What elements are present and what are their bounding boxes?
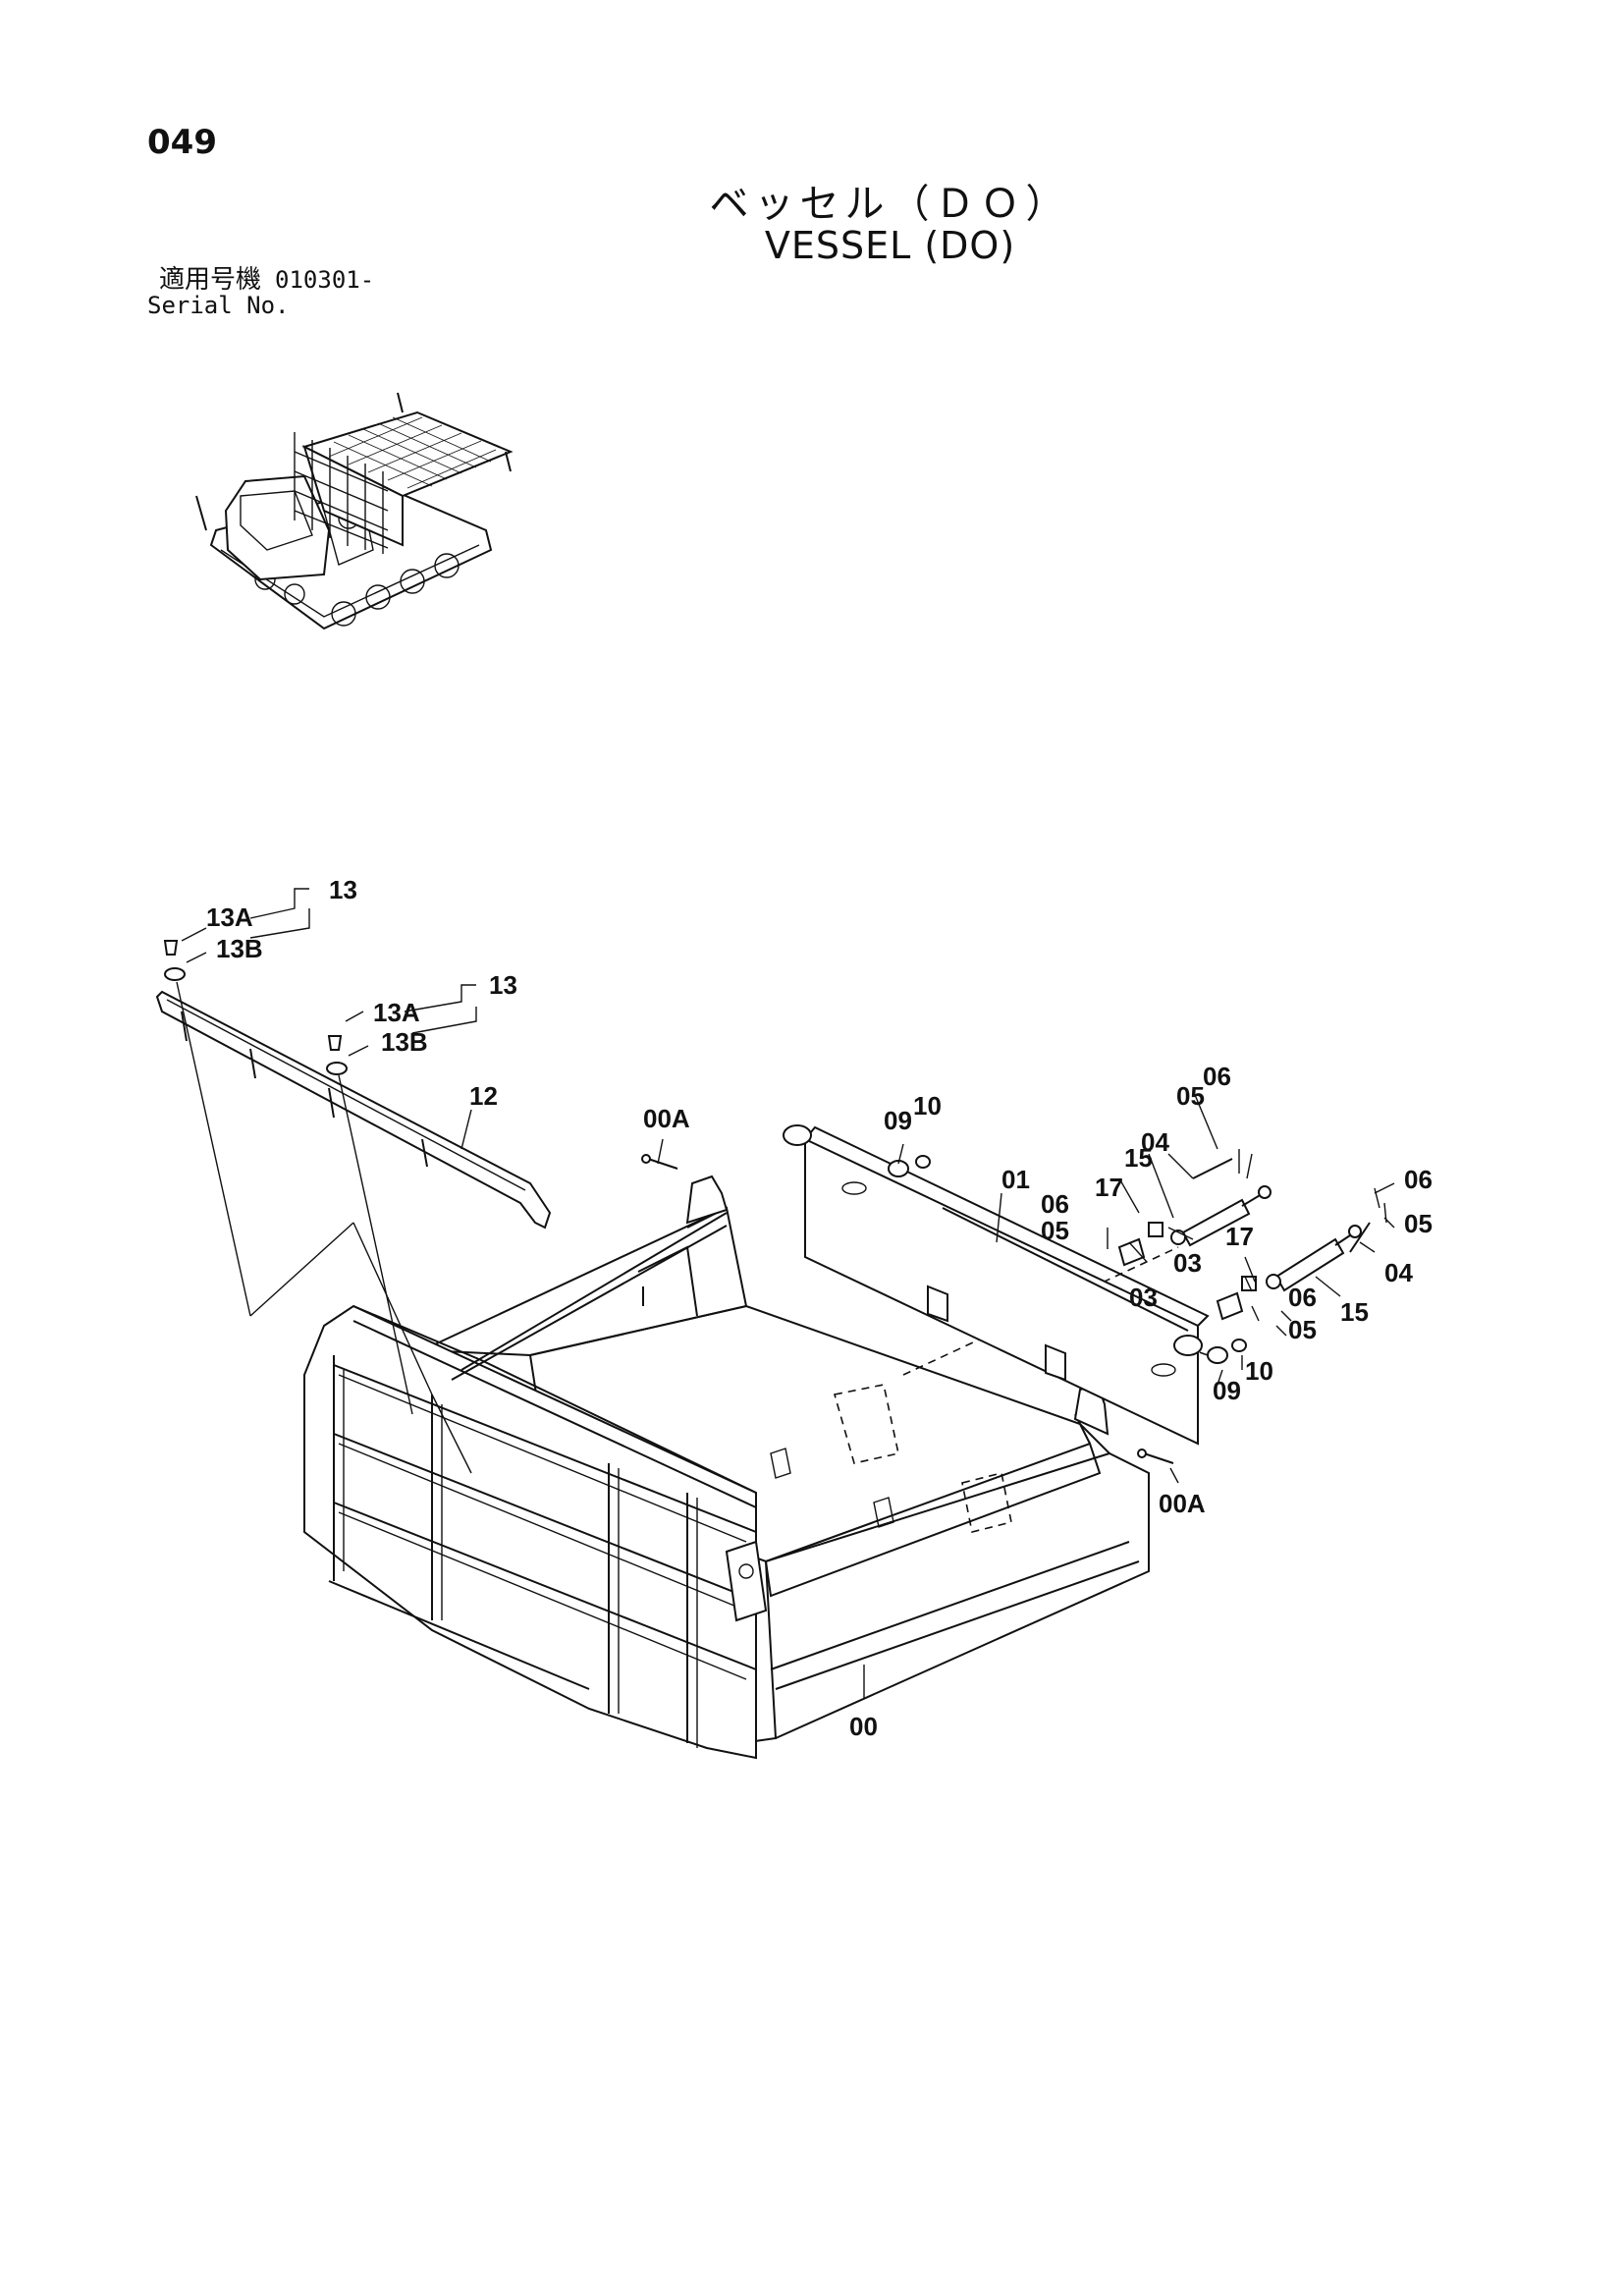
callout-13a-mid: 13A [373, 998, 420, 1027]
page-title-japanese: ベッセル（ＤＯ） [709, 182, 1071, 227]
vessel-body [303, 1175, 1209, 1760]
callout-06-a: 06 [1203, 1062, 1231, 1091]
machine-thumbnail [195, 392, 514, 630]
callout-03-b: 03 [1173, 1248, 1202, 1278]
serial-label-english: Serial No. [147, 292, 290, 319]
callout-09-bot: 09 [1213, 1376, 1241, 1405]
callout-03-a: 03 [1129, 1283, 1158, 1312]
callout-17-b: 17 [1225, 1222, 1254, 1251]
callout-00a-left: 00A [643, 1104, 690, 1133]
callout-04-a: 04 [1141, 1127, 1169, 1157]
callout-05-d: 05 [1288, 1315, 1317, 1344]
callout-06-b: 06 [1041, 1189, 1069, 1219]
callout-17-a: 17 [1095, 1173, 1123, 1202]
callout-15-b: 15 [1340, 1297, 1369, 1327]
callout-04-b: 04 [1384, 1258, 1413, 1287]
callout-10-bot: 10 [1245, 1356, 1273, 1386]
page-number: 049 [147, 123, 217, 162]
serial-value: 010301- [275, 266, 375, 294]
callout-15-a: 15 [1124, 1143, 1153, 1173]
callout-12: 12 [469, 1081, 498, 1111]
callout-10-top: 10 [913, 1091, 942, 1121]
callout-leaders [181, 888, 1395, 1699]
callout-13a-top: 13A [206, 902, 253, 932]
callout-13b-top: 13B [216, 934, 263, 963]
callout-01: 01 [1001, 1165, 1030, 1194]
callout-06-c: 06 [1404, 1165, 1433, 1194]
serial-block: 適用号機 010301- Serial No. [147, 267, 374, 318]
top-rail-assembly [155, 940, 552, 1474]
tailgate-panel [783, 1124, 1210, 1446]
callout-05-c: 05 [1404, 1209, 1433, 1238]
callout-05-b: 05 [1041, 1216, 1069, 1245]
callout-13b-mid: 13B [381, 1027, 428, 1057]
callout-13-top: 13 [329, 875, 357, 904]
page-title-english: VESSEL (DO) [764, 224, 1016, 267]
callout-00a-right: 00A [1159, 1489, 1206, 1518]
callout-13-mid: 13 [489, 970, 517, 1000]
serial-label-japanese: 適用号機 [159, 265, 262, 295]
callout-06-d: 06 [1288, 1283, 1317, 1312]
callout-05-a: 05 [1176, 1081, 1205, 1111]
callout-00: 00 [849, 1712, 878, 1741]
callout-labels: 13 13A 13B 13 13A 13B 12 00A 09 10 01 06… [206, 875, 1433, 1741]
callout-09-top: 09 [884, 1106, 912, 1135]
